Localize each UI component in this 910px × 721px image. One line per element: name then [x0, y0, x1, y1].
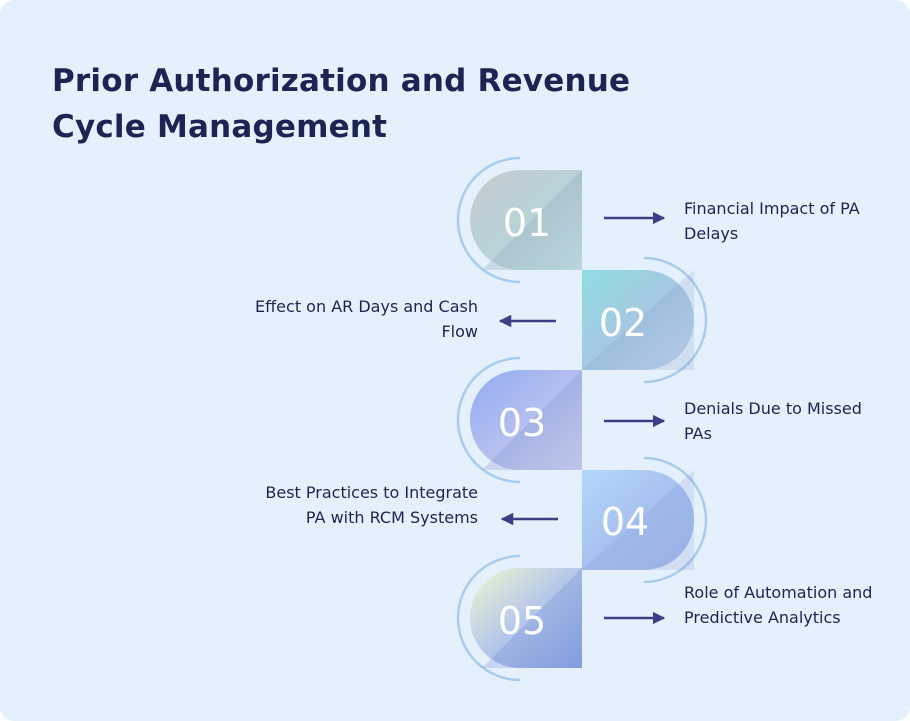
- step-5-ring: [456, 554, 521, 682]
- step-4-number: 04: [601, 500, 649, 544]
- step-4-ring: [643, 456, 708, 584]
- step-1-shade: [482, 170, 582, 270]
- step-2-number: 02: [599, 301, 647, 345]
- step-5-label: Role of Automation and Predictive Analyt…: [684, 583, 873, 627]
- step-5-number: 05: [498, 599, 546, 643]
- step-4-shape: [582, 470, 694, 570]
- step-3-label: Denials Due to Missed PAs: [684, 399, 862, 443]
- step-3-ring: [456, 356, 521, 484]
- step-2-shade: [582, 270, 694, 370]
- step-5-shape: [470, 568, 582, 668]
- step-1-label: Financial Impact of PA Delays: [684, 199, 860, 243]
- step-5-shade: [482, 568, 582, 668]
- step-1-shape: [470, 170, 582, 270]
- step-3-shape: [470, 370, 582, 470]
- step-3-number: 03: [498, 401, 546, 445]
- step-1: 01: [456, 156, 666, 284]
- step-4-shade: [582, 470, 694, 570]
- step-2: 02: [498, 256, 708, 384]
- step-3-shade: [482, 370, 582, 470]
- step-3: 03: [456, 356, 666, 484]
- step-1-number: 01: [503, 201, 551, 245]
- step-4: 04: [500, 456, 708, 584]
- page-title: Prior Authorization and Revenue Cycle Ma…: [52, 63, 631, 145]
- step-2-label: Effect on AR Days and Cash Flow: [255, 297, 478, 341]
- step-2-ring: [643, 256, 708, 384]
- step-2-shape: [582, 270, 694, 370]
- step-5: 05: [456, 554, 666, 682]
- step-1-ring: [456, 156, 521, 284]
- step-4-label: Best Practices to Integrate PA with RCM …: [265, 483, 478, 527]
